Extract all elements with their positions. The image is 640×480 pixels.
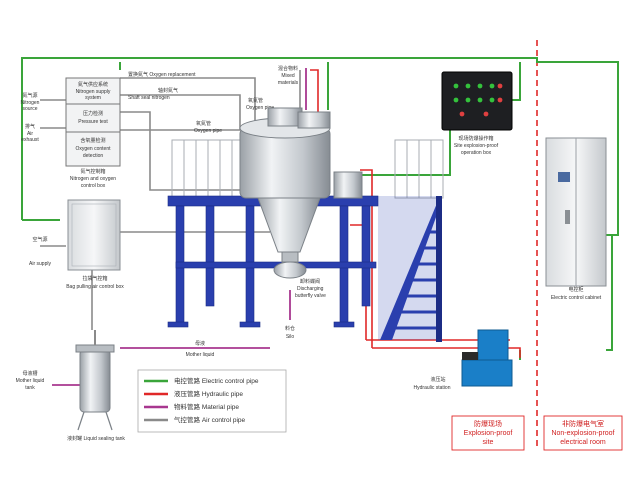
shaft-seal-cn: 轴封氮气 (158, 87, 178, 94)
shaft-seal-en: Shaft seal nitrogen (128, 95, 170, 101)
bag-air-control-box: 空气源 Air supply 拉袋气控箱 Bag pulling air con… (29, 199, 124, 290)
legend-item-electric: 电控管路 Electric control pipe (174, 376, 259, 385)
site-operation-box: 现场防爆操作箱 Site explosion-proof operation b… (441, 71, 513, 156)
n2-row3-cn: 含氧量检测 (80, 137, 105, 144)
exhaust-en2: exhaust (21, 137, 39, 143)
silo-en: Silo (286, 334, 295, 340)
butterfly-en1: Discharging (297, 286, 324, 292)
site-box-cn: 现场防爆操作箱 (458, 135, 493, 142)
oxygen-pipe2-cn: 氧氮管 (248, 97, 263, 104)
oxygen-replacement-label: 置换氮气 Oxygen replacement (128, 71, 196, 78)
air-supply-en: Air supply (29, 261, 51, 267)
mother-liquid-cn: 母液 (195, 340, 205, 347)
n2-row2-cn: 压力检测 (83, 110, 103, 117)
bag-box-en: Bag pulling air control box (66, 284, 124, 290)
mother-liquid-en: Mother liquid (186, 352, 215, 358)
oxygen-pipe-cn: 氧氮管 (196, 120, 211, 127)
mixed-cn: 混合物料 (278, 65, 298, 72)
butterfly-cn: 卸料蝶阀 (300, 278, 320, 285)
butterfly-en2: butterfly valve (295, 293, 326, 299)
mother-tank-en2: tank (25, 385, 35, 391)
zone-room-en2: electrical room (560, 439, 606, 446)
zone-room-cn: 非防爆电气室 (562, 419, 604, 428)
exhaust-cn: 排气 (25, 123, 35, 130)
sealing-tank-label: 液封罐 Liquid sealing tank (67, 435, 125, 442)
n2-source-cn: 氮气源 (22, 92, 37, 99)
n2-caption-en2: control box (81, 183, 106, 189)
main-equipment (167, 107, 444, 342)
oxygen-pipe2-en: Oxygen pipe (246, 105, 274, 111)
legend-item-air: 气控管路 Air control pipe (174, 415, 246, 424)
n2-caption-cn: 氮气控制箱 (80, 168, 105, 175)
zone-room-en1: Non-explosion-proof (551, 430, 614, 437)
legend-item-hydraulic: 液压管路 Hydraulic pipe (174, 389, 243, 398)
n2-row1-en1: Nitrogen supply (76, 89, 111, 95)
center-labels: 卸料蝶阀 Discharging butterfly valve 料仓 Silo… (186, 278, 326, 358)
n2-row3-en1: Oxygen content (75, 146, 111, 152)
mother-tank-en1: Mother liquid (16, 378, 45, 384)
left-source-labels: 氮气源 Nitrogen source 排气 Air exhaust (21, 92, 40, 143)
zone-boxes: 防爆现场 Explosion-proof site 非防爆电气室 Non-exp… (451, 415, 623, 451)
zone-site-en2: site (483, 439, 494, 446)
legend: 电控管路 Electric control pipe 液压管路 Hydrauli… (137, 369, 287, 433)
oxygen-pipe-en: Oxygen pipe (194, 128, 222, 134)
electric-cabinet: 电控柜 Electric control cabinet (545, 137, 607, 301)
nitrogen-control-box: 氮气供应系统 Nitrogen supply system 压力检测 Press… (65, 77, 121, 189)
hydraulic-cn: 液压站 (430, 376, 445, 383)
legend-item-material: 物料管路 Material pipe (174, 402, 239, 411)
hydraulic-en: Hydraulic station (414, 385, 451, 391)
material-pipes (52, 68, 307, 386)
zone-site-cn: 防爆现场 (474, 419, 502, 428)
air-supply-cn: 空气源 (32, 236, 47, 243)
site-box-en1: Site explosion-proof (454, 143, 499, 149)
zone-site-en1: Explosion-proof (464, 430, 513, 437)
mixed-en2: materials (278, 80, 299, 86)
n2-row1-cn: 氮气供应系统 (78, 81, 108, 88)
n2-source-en2: source (22, 106, 37, 112)
liquid-sealing-tank: 母液槽 Mother liquid tank 液封罐 Liquid sealin… (16, 330, 125, 442)
mixed-en1: Mixed (281, 73, 295, 79)
n2-source-en1: Nitrogen (21, 100, 40, 106)
cabinet-cn: 电控柜 (568, 286, 583, 293)
mother-tank-cn: 母液槽 (22, 370, 37, 377)
electric-pipes (21, 57, 619, 360)
exhaust-en1: Air (27, 131, 33, 137)
hydraulic-station: 液压站 Hydraulic station (414, 329, 513, 391)
silo-cn: 料仓 (285, 325, 295, 332)
top-labels: 置换氮气 Oxygen replacement 轴封氮气 Shaft seal … (128, 65, 299, 134)
n2-row1-en2: system (85, 95, 101, 101)
cabinet-en: Electric control cabinet (551, 295, 602, 301)
n2-caption-en1: Nitrogen and oxygen (70, 176, 116, 182)
n2-row3-en2: detection (83, 153, 104, 159)
n2-row2-en: Pressure test (78, 119, 108, 125)
bag-box-cn: 拉袋气控箱 (82, 275, 107, 282)
site-box-en2: operation box (461, 150, 492, 156)
